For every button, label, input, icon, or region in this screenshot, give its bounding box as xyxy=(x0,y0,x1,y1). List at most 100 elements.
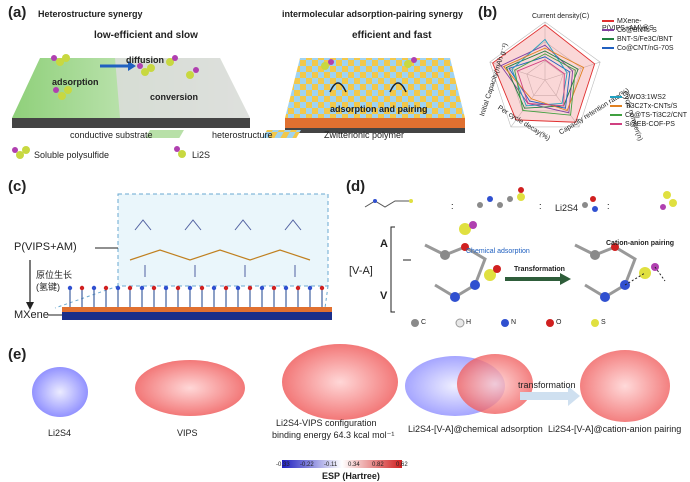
brush-head xyxy=(199,285,205,291)
brush-head xyxy=(235,285,241,291)
polymer-chain-drawing xyxy=(129,219,311,277)
panel-a-label: (a) xyxy=(8,4,27,21)
caption-li2s4: Li2S4 xyxy=(48,428,72,438)
radar-legend-bottom-text-0: 3WO3:1WS2 xyxy=(625,94,666,101)
radar-series-7 xyxy=(516,59,565,107)
panel-a-graphic xyxy=(12,54,465,159)
radar-legend-top-text-1: Co@BNTs-S xyxy=(617,27,657,34)
block-v-label: V xyxy=(380,290,388,302)
brush-head xyxy=(271,285,277,291)
brush-head xyxy=(307,285,313,291)
panel-a-right-title: intermolecular adsorption-pairing synerg… xyxy=(282,9,464,19)
radar-legend-bottom-swatch-1 xyxy=(610,105,622,108)
brush-head xyxy=(151,285,157,291)
species-li2s4: Li2S4 xyxy=(555,203,579,213)
caption-transformation: transformation xyxy=(518,380,576,390)
colorbar-tick-1: -0.22 xyxy=(300,462,314,468)
esp-colorbar xyxy=(282,460,402,468)
am-ball-model xyxy=(582,196,598,212)
legend-li2s-icon xyxy=(174,146,186,158)
step-diffusion: diffusion xyxy=(126,55,164,65)
unit-bracket xyxy=(390,226,395,313)
radar-series-2 xyxy=(505,50,579,109)
atom-legend-s: S xyxy=(601,319,606,326)
panel-a-left-subtitle: low-efficient and slow xyxy=(94,30,198,41)
panel-d-label: (d) xyxy=(346,178,366,195)
brush-head xyxy=(115,285,121,291)
growth-label-1: 原位生长 xyxy=(36,270,73,280)
brush-head xyxy=(79,285,85,291)
colorbar-tick-4: 0.82 xyxy=(372,462,384,468)
atom-legend-o: O xyxy=(556,319,562,326)
brush-head xyxy=(175,285,181,291)
monomer-label: P(VIPS+AM) xyxy=(14,241,77,253)
li2s4-ball-model xyxy=(660,191,677,210)
radar-series-6 xyxy=(514,53,576,116)
esp-li2s4-vips xyxy=(282,344,398,420)
radar-legend-top-text-3: Co@CNT/nG-70S xyxy=(617,45,674,52)
polymer-zoom-box xyxy=(117,193,329,287)
transformation-label: Transformation xyxy=(514,266,565,273)
brush-head xyxy=(211,285,217,291)
legend-hetero: heterostructure xyxy=(212,130,273,140)
radar-legend-top-text-2: BNT-S/Fe3C/BNT xyxy=(617,36,673,43)
legend-zwitterion-swatch xyxy=(262,130,301,138)
radar-legend-top-swatch-2 xyxy=(602,38,614,41)
brush-head xyxy=(91,285,97,291)
brush-head xyxy=(259,285,265,291)
panel-e-graphic xyxy=(32,344,670,468)
radar-legend-bottom-3: S@EB-COF-PS xyxy=(610,121,675,128)
atom-legend-h: H xyxy=(466,319,472,326)
zwitterionic-slab xyxy=(285,58,465,133)
legend-zwitterion: Zwitterionic polymer xyxy=(324,130,405,140)
caption-binding-energy: binding energy 64.3 kcal mol⁻¹ xyxy=(272,430,395,440)
species-colon-1: : xyxy=(451,201,454,211)
brush-head xyxy=(295,285,301,291)
radar-legend-top-swatch-3 xyxy=(602,47,614,50)
radar-series xyxy=(492,24,596,123)
legend-li2s: Li2S xyxy=(192,150,211,160)
brush-head xyxy=(283,285,289,291)
colorbar-label: ESP (Hartree) xyxy=(322,471,380,481)
va-molecule-after xyxy=(574,243,666,302)
radar-legend-bottom-text-1: Ti3C2Tx-CNTs/S xyxy=(625,103,678,110)
radar-ring-2 xyxy=(489,21,601,128)
colorbar-tick-0: -0.33 xyxy=(276,462,290,468)
caption-pairing: Li2S4-[V-A]@cation-anion pairing xyxy=(548,424,682,434)
block-a-label: A xyxy=(380,238,388,250)
radar-legend-bottom-swatch-0 xyxy=(610,96,622,99)
radar-legend-top-text-0: MXene-P(VIPS+AM)@S xyxy=(602,18,654,32)
panel-b-label: (b) xyxy=(478,4,498,21)
caption-li2s4-vips: Li2S4-VIPS configuration xyxy=(276,418,377,428)
transformation-arrow-e xyxy=(520,386,580,406)
radar-series-0 xyxy=(492,24,596,123)
caption-chem-adsorption: Li2S4-[V-A]@chemical adsorption xyxy=(408,424,543,434)
radar-legend-bottom-1: Ti3C2Tx-CNTs/S xyxy=(610,103,677,110)
chem-adsorption-label: Chemical adsorption xyxy=(466,248,530,255)
panel-d-graphic: : : : xyxy=(364,187,677,328)
panel-c-graphic xyxy=(26,193,332,320)
colorbar-tick-5: 0.62 xyxy=(396,462,408,468)
radar-legend-bottom-2: Co@TS-Ti3C2/CNT xyxy=(610,112,687,119)
radar-legend-bottom-0: 3WO3:1WS2 xyxy=(610,94,666,101)
legend-hetero-swatch xyxy=(145,130,184,138)
colorbar-tick-3: 0.34 xyxy=(348,462,360,468)
brush-head xyxy=(103,285,109,291)
radar-legend-top-1: Co@BNTs-S xyxy=(602,27,657,34)
radar-legend-top-2: BNT-S/Fe3C/BNT xyxy=(602,36,673,43)
polysulfide-molecules-left xyxy=(51,54,199,100)
vips-ball-model xyxy=(477,187,525,208)
pairing-arrows xyxy=(321,57,417,93)
step-adsorption-pairing: adsorption and pairing xyxy=(330,104,428,114)
legend-polysulfide-icon xyxy=(12,146,30,159)
zoom-lines xyxy=(54,285,329,309)
panel-e-label: (e) xyxy=(8,346,27,363)
radar-axis-current: Current density(C) xyxy=(532,13,590,20)
substrate-label: MXene xyxy=(14,309,49,321)
panel-c-label: (c) xyxy=(8,178,27,195)
pairing-label: Cation-anion pairing xyxy=(606,240,675,247)
legend-polysulfide: Soluble polysulfide xyxy=(34,150,110,160)
vips-structure xyxy=(364,199,413,208)
polymer-brush-layer xyxy=(62,285,332,312)
